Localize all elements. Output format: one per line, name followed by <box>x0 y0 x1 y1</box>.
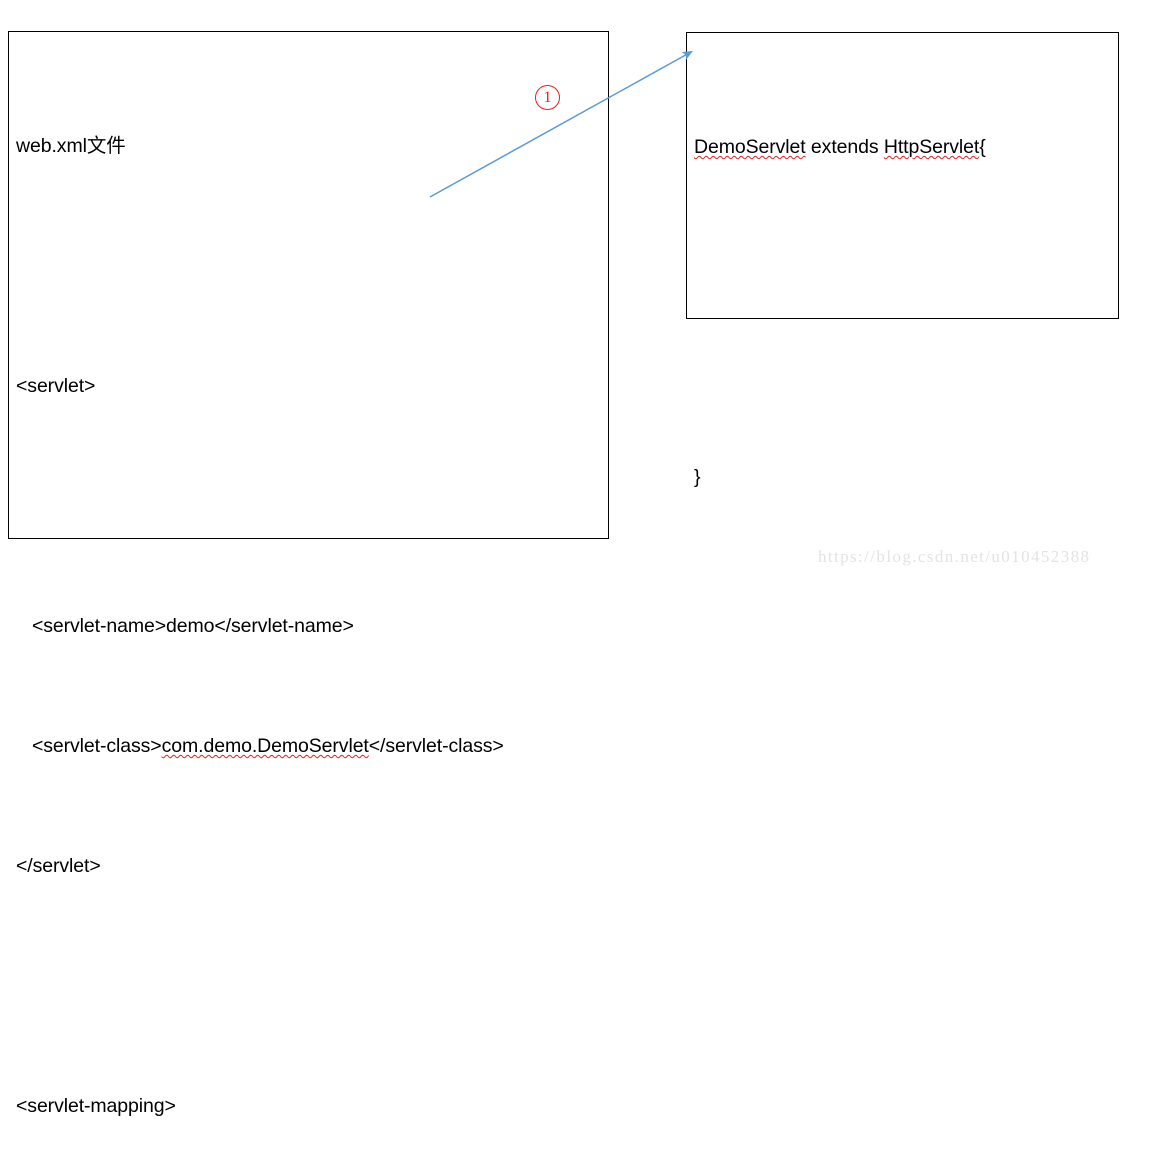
code-line-servlet-mapping-open: <servlet-mapping> <box>16 1091 606 1121</box>
code-line-blank-2 <box>16 491 606 521</box>
code-line-blank-b <box>694 342 1116 372</box>
code-line-blank-a <box>694 252 1116 282</box>
code-line-blank-3 <box>16 971 606 1001</box>
web-xml-code-lines: web.xml文件 <servlet> <servlet-name>demo</… <box>16 41 606 1164</box>
code-line-servlet-class: <servlet-class>com.demo.DemoServlet</ser… <box>16 731 606 761</box>
super-class-name: HttpServlet <box>883 136 980 158</box>
servlet-class-fqn: com.demo.DemoServlet <box>161 735 369 757</box>
java-servlet-class-box: DemoServlet extends HttpServlet{ } <box>686 32 1119 488</box>
code-line-servlet-name: <servlet-name>demo</servlet-name> <box>16 611 606 641</box>
open-brace: { <box>979 136 986 158</box>
code-line-heading: web.xml文件 <box>16 131 606 161</box>
code-line-servlet-open: <servlet> <box>16 371 606 401</box>
extends-keyword: extends <box>805 136 884 158</box>
watermark-url: https://blog.csdn.net/u010452388 <box>818 547 1091 566</box>
class-name: DemoServlet <box>694 136 806 158</box>
diagram-canvas: web.xml文件 <servlet> <servlet-name>demo</… <box>8 31 1119 1117</box>
tag-servlet-name: <servlet-name>demo</servlet-name> <box>16 615 354 637</box>
page-title: web.xml文件 <box>16 135 126 157</box>
tag-servlet-mapping-open: <servlet-mapping> <box>16 1095 176 1117</box>
tag-servlet-open: <servlet> <box>16 375 96 397</box>
tag-servlet-close: </servlet> <box>16 855 101 877</box>
code-line-class-declaration: DemoServlet extends HttpServlet{ <box>694 132 1116 162</box>
tag-servlet-class-open: <servlet-class> <box>16 735 162 757</box>
java-class-code-lines: DemoServlet extends HttpServlet{ } <box>694 42 1116 582</box>
tag-servlet-class-close: </servlet-class> <box>368 735 504 757</box>
web-xml-code-box: web.xml文件 <servlet> <servlet-name>demo</… <box>8 31 609 1117</box>
annotation-marker-1: 1 <box>535 85 560 110</box>
annotation-marker-number: 1 <box>543 89 552 106</box>
code-line-blank-1 <box>16 251 606 281</box>
code-line-class-close: } <box>694 462 1116 492</box>
close-brace: } <box>694 466 701 488</box>
code-line-servlet-close: </servlet> <box>16 851 606 881</box>
